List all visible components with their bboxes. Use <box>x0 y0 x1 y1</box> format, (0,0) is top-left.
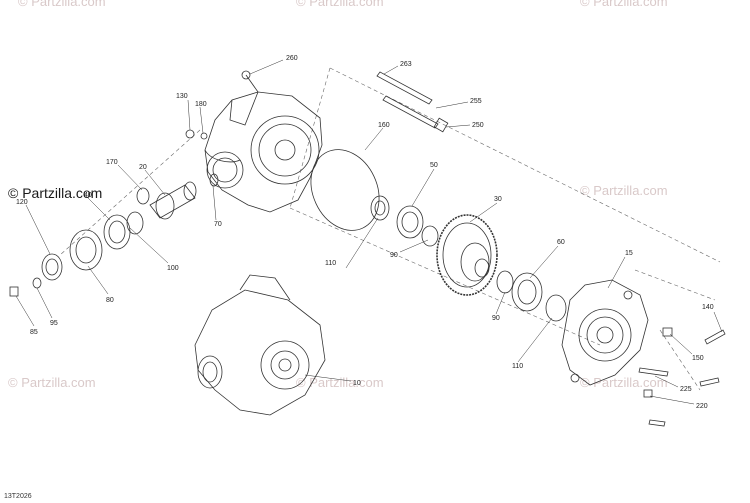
callout-95: 95 <box>50 320 58 327</box>
callout-120: 120 <box>16 199 28 206</box>
callout-180: 180 <box>195 101 207 108</box>
watermark-top-left: © Partzilla.com <box>18 0 106 9</box>
watermark-bottom-left: © Partzilla.com <box>8 375 96 390</box>
long-bolts <box>376 71 449 133</box>
callout-130: 130 <box>176 93 188 100</box>
callout-250: 250 <box>472 122 484 129</box>
callout-160: 160 <box>378 122 390 129</box>
callout-30: 30 <box>494 196 502 203</box>
callout-90-right: 90 <box>492 315 500 322</box>
callout-20: 20 <box>139 164 147 171</box>
callout-40: 40 <box>84 192 92 199</box>
callout-225: 225 <box>680 386 692 393</box>
watermark-bottom-mid: © Partzilla.com <box>296 375 384 390</box>
assembly-axis-lines <box>59 67 721 391</box>
left-parts <box>9 129 219 297</box>
ring-gear <box>436 214 498 296</box>
assembled-unit <box>194 274 326 416</box>
upper-housing <box>204 70 323 213</box>
callout-labels: 260 263 255 250 130 180 160 170 20 70 50… <box>16 55 714 410</box>
leader-lines <box>15 59 723 405</box>
callout-263: 263 <box>400 61 412 68</box>
callout-60: 60 <box>557 239 565 246</box>
callout-110-left: 110 <box>325 260 336 267</box>
watermark-mid-right: © Partzilla.com <box>580 183 668 198</box>
small-bolts <box>638 327 726 427</box>
o-ring <box>310 149 380 231</box>
callout-110-right: 110 <box>512 363 523 370</box>
callout-90-left: 90 <box>390 252 398 259</box>
diagram-code: 13T2026 <box>4 493 32 500</box>
callout-170: 170 <box>106 159 118 166</box>
callout-50: 50 <box>430 162 438 169</box>
callout-255: 255 <box>470 98 482 105</box>
watermark-bottom-right: © Partzilla.com <box>580 375 668 390</box>
callout-100: 100 <box>167 265 179 272</box>
watermark-top-right: © Partzilla.com <box>580 0 668 9</box>
right-cover <box>561 279 649 386</box>
watermark-dark: © Partzilla.com <box>8 185 103 201</box>
callout-150: 150 <box>692 355 704 362</box>
bearing-60 <box>496 270 567 322</box>
callout-220: 220 <box>696 403 708 410</box>
callout-80: 80 <box>106 297 114 304</box>
watermark-top-mid: © Partzilla.com <box>296 0 384 9</box>
callout-85: 85 <box>30 329 38 336</box>
callout-140: 140 <box>702 304 714 311</box>
callout-70: 70 <box>214 221 222 228</box>
bearing-50 <box>370 195 439 247</box>
callout-15: 15 <box>625 250 633 257</box>
callout-260: 260 <box>286 55 298 62</box>
callout-10: 10 <box>353 380 361 387</box>
